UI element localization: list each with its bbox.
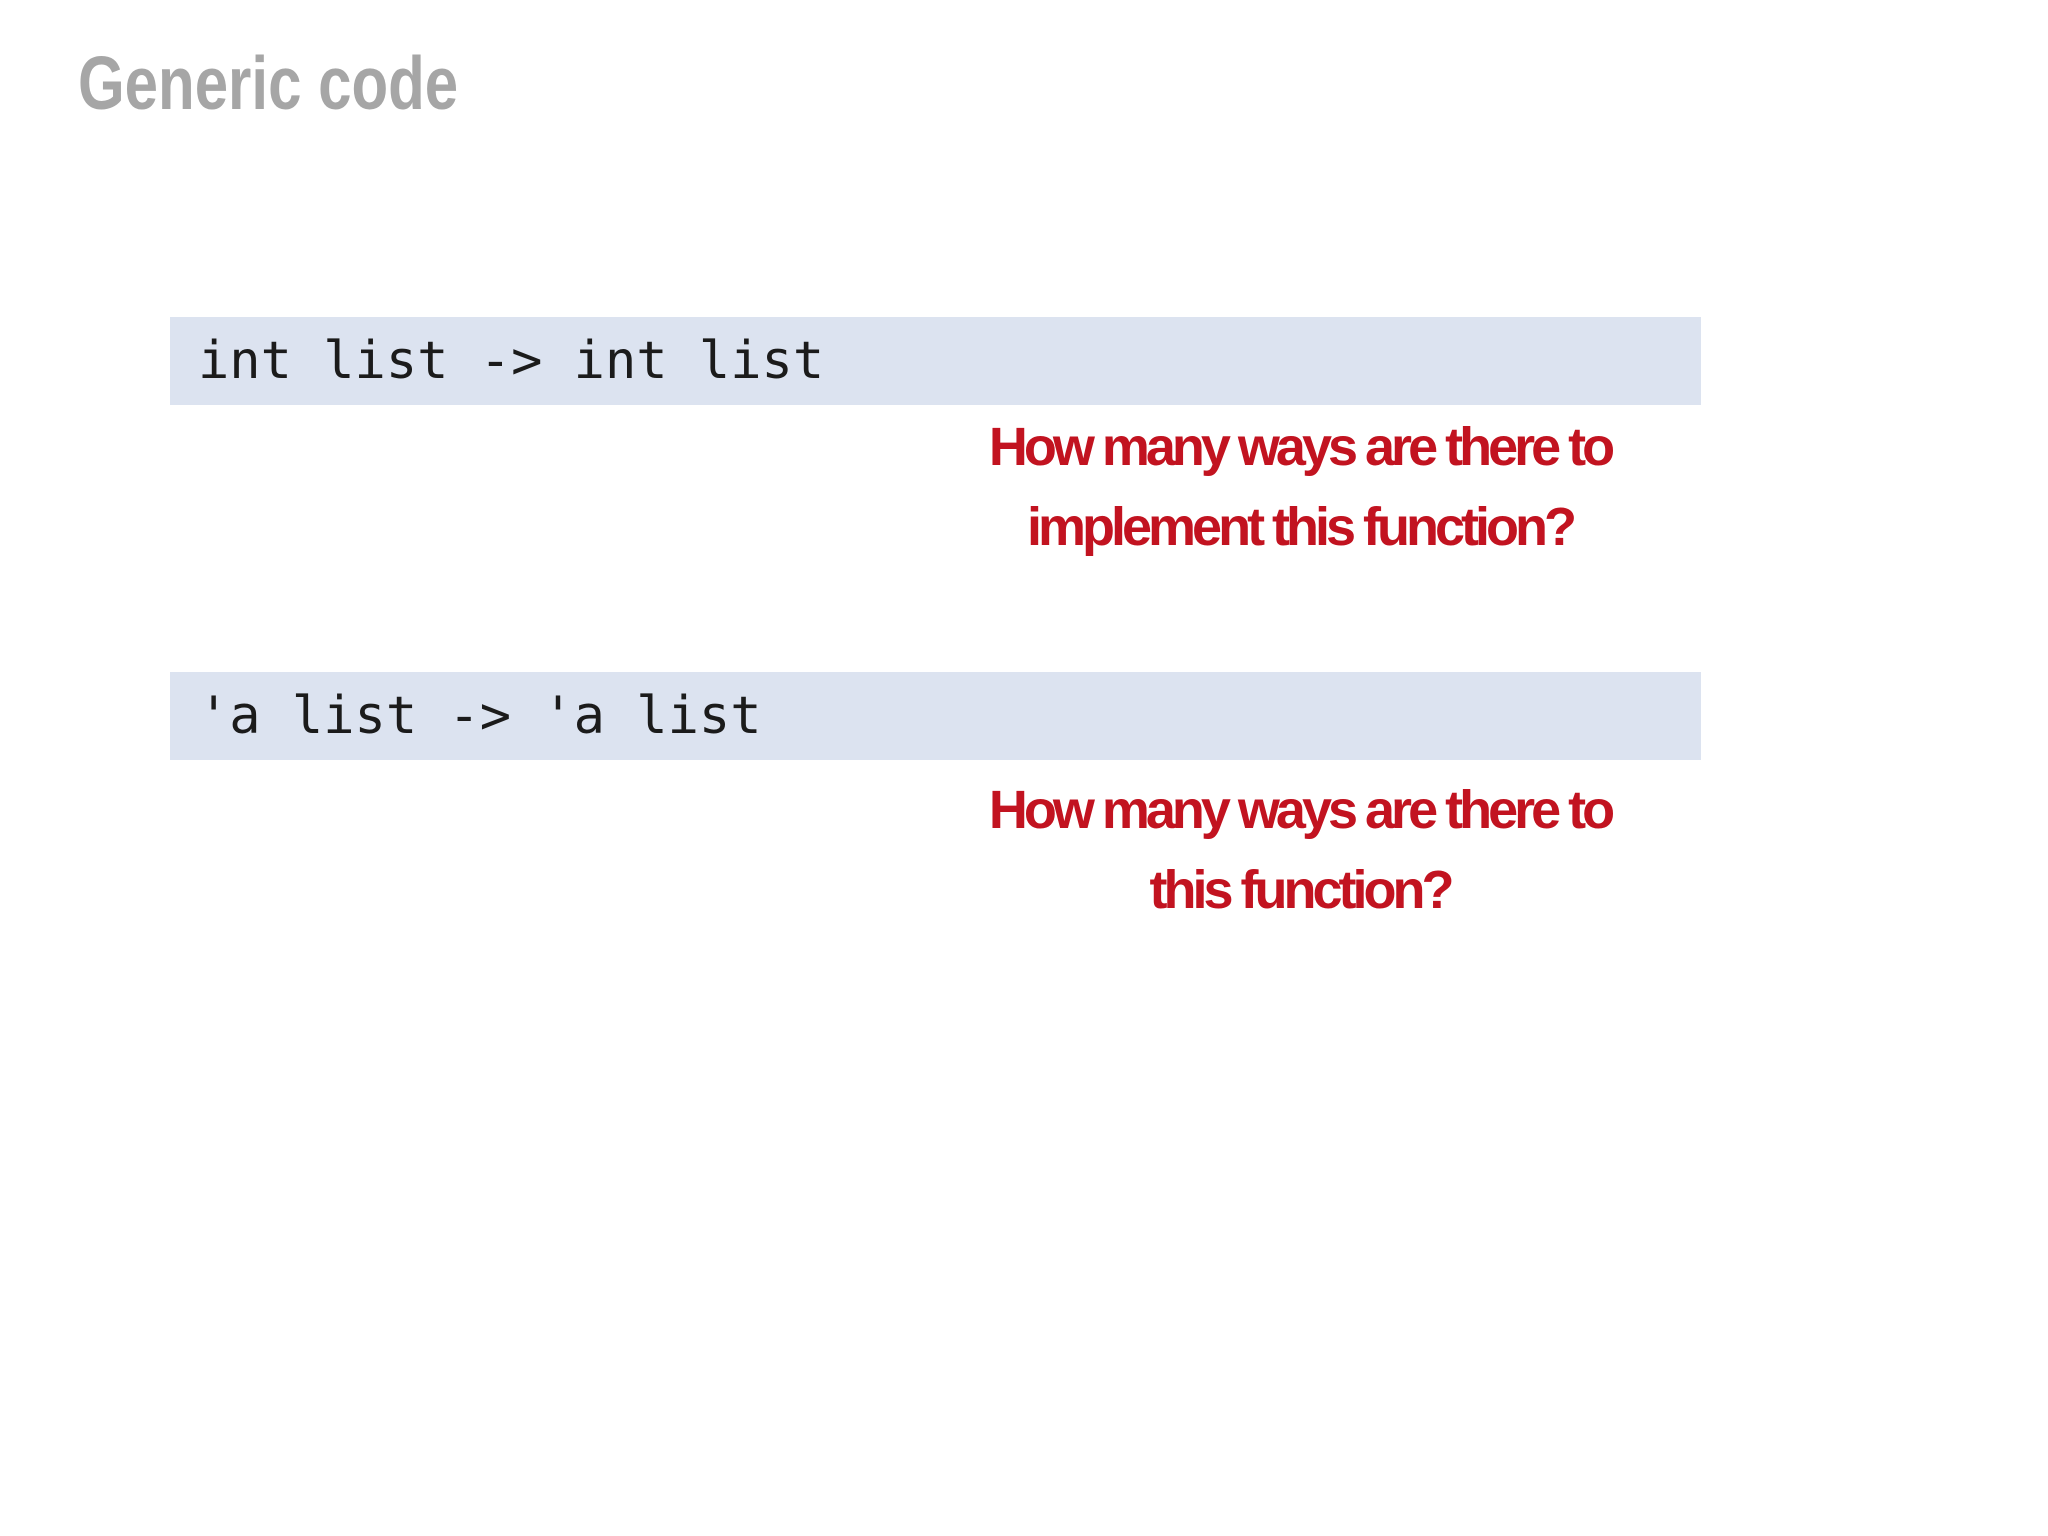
annotation-line: How many ways are there to [988, 417, 1615, 477]
code-text-generic-list: 'a list -> 'a list [198, 686, 762, 746]
code-text-int-list: int list -> int list [198, 331, 825, 391]
annotation-implement-question: How many ways are there to implement thi… [930, 407, 1670, 567]
annotation-line: How many ways are there to [988, 780, 1615, 840]
code-block-int-list: int list -> int list [170, 317, 1701, 405]
slide-title: Generic code [78, 41, 459, 125]
code-block-generic-list: 'a list -> 'a list [170, 672, 1701, 760]
annotation-line: implement this function? [1027, 497, 1577, 557]
annotation-line: this function? [1149, 860, 1455, 920]
annotation-this-function-question: How many ways are there to this function… [930, 770, 1670, 930]
